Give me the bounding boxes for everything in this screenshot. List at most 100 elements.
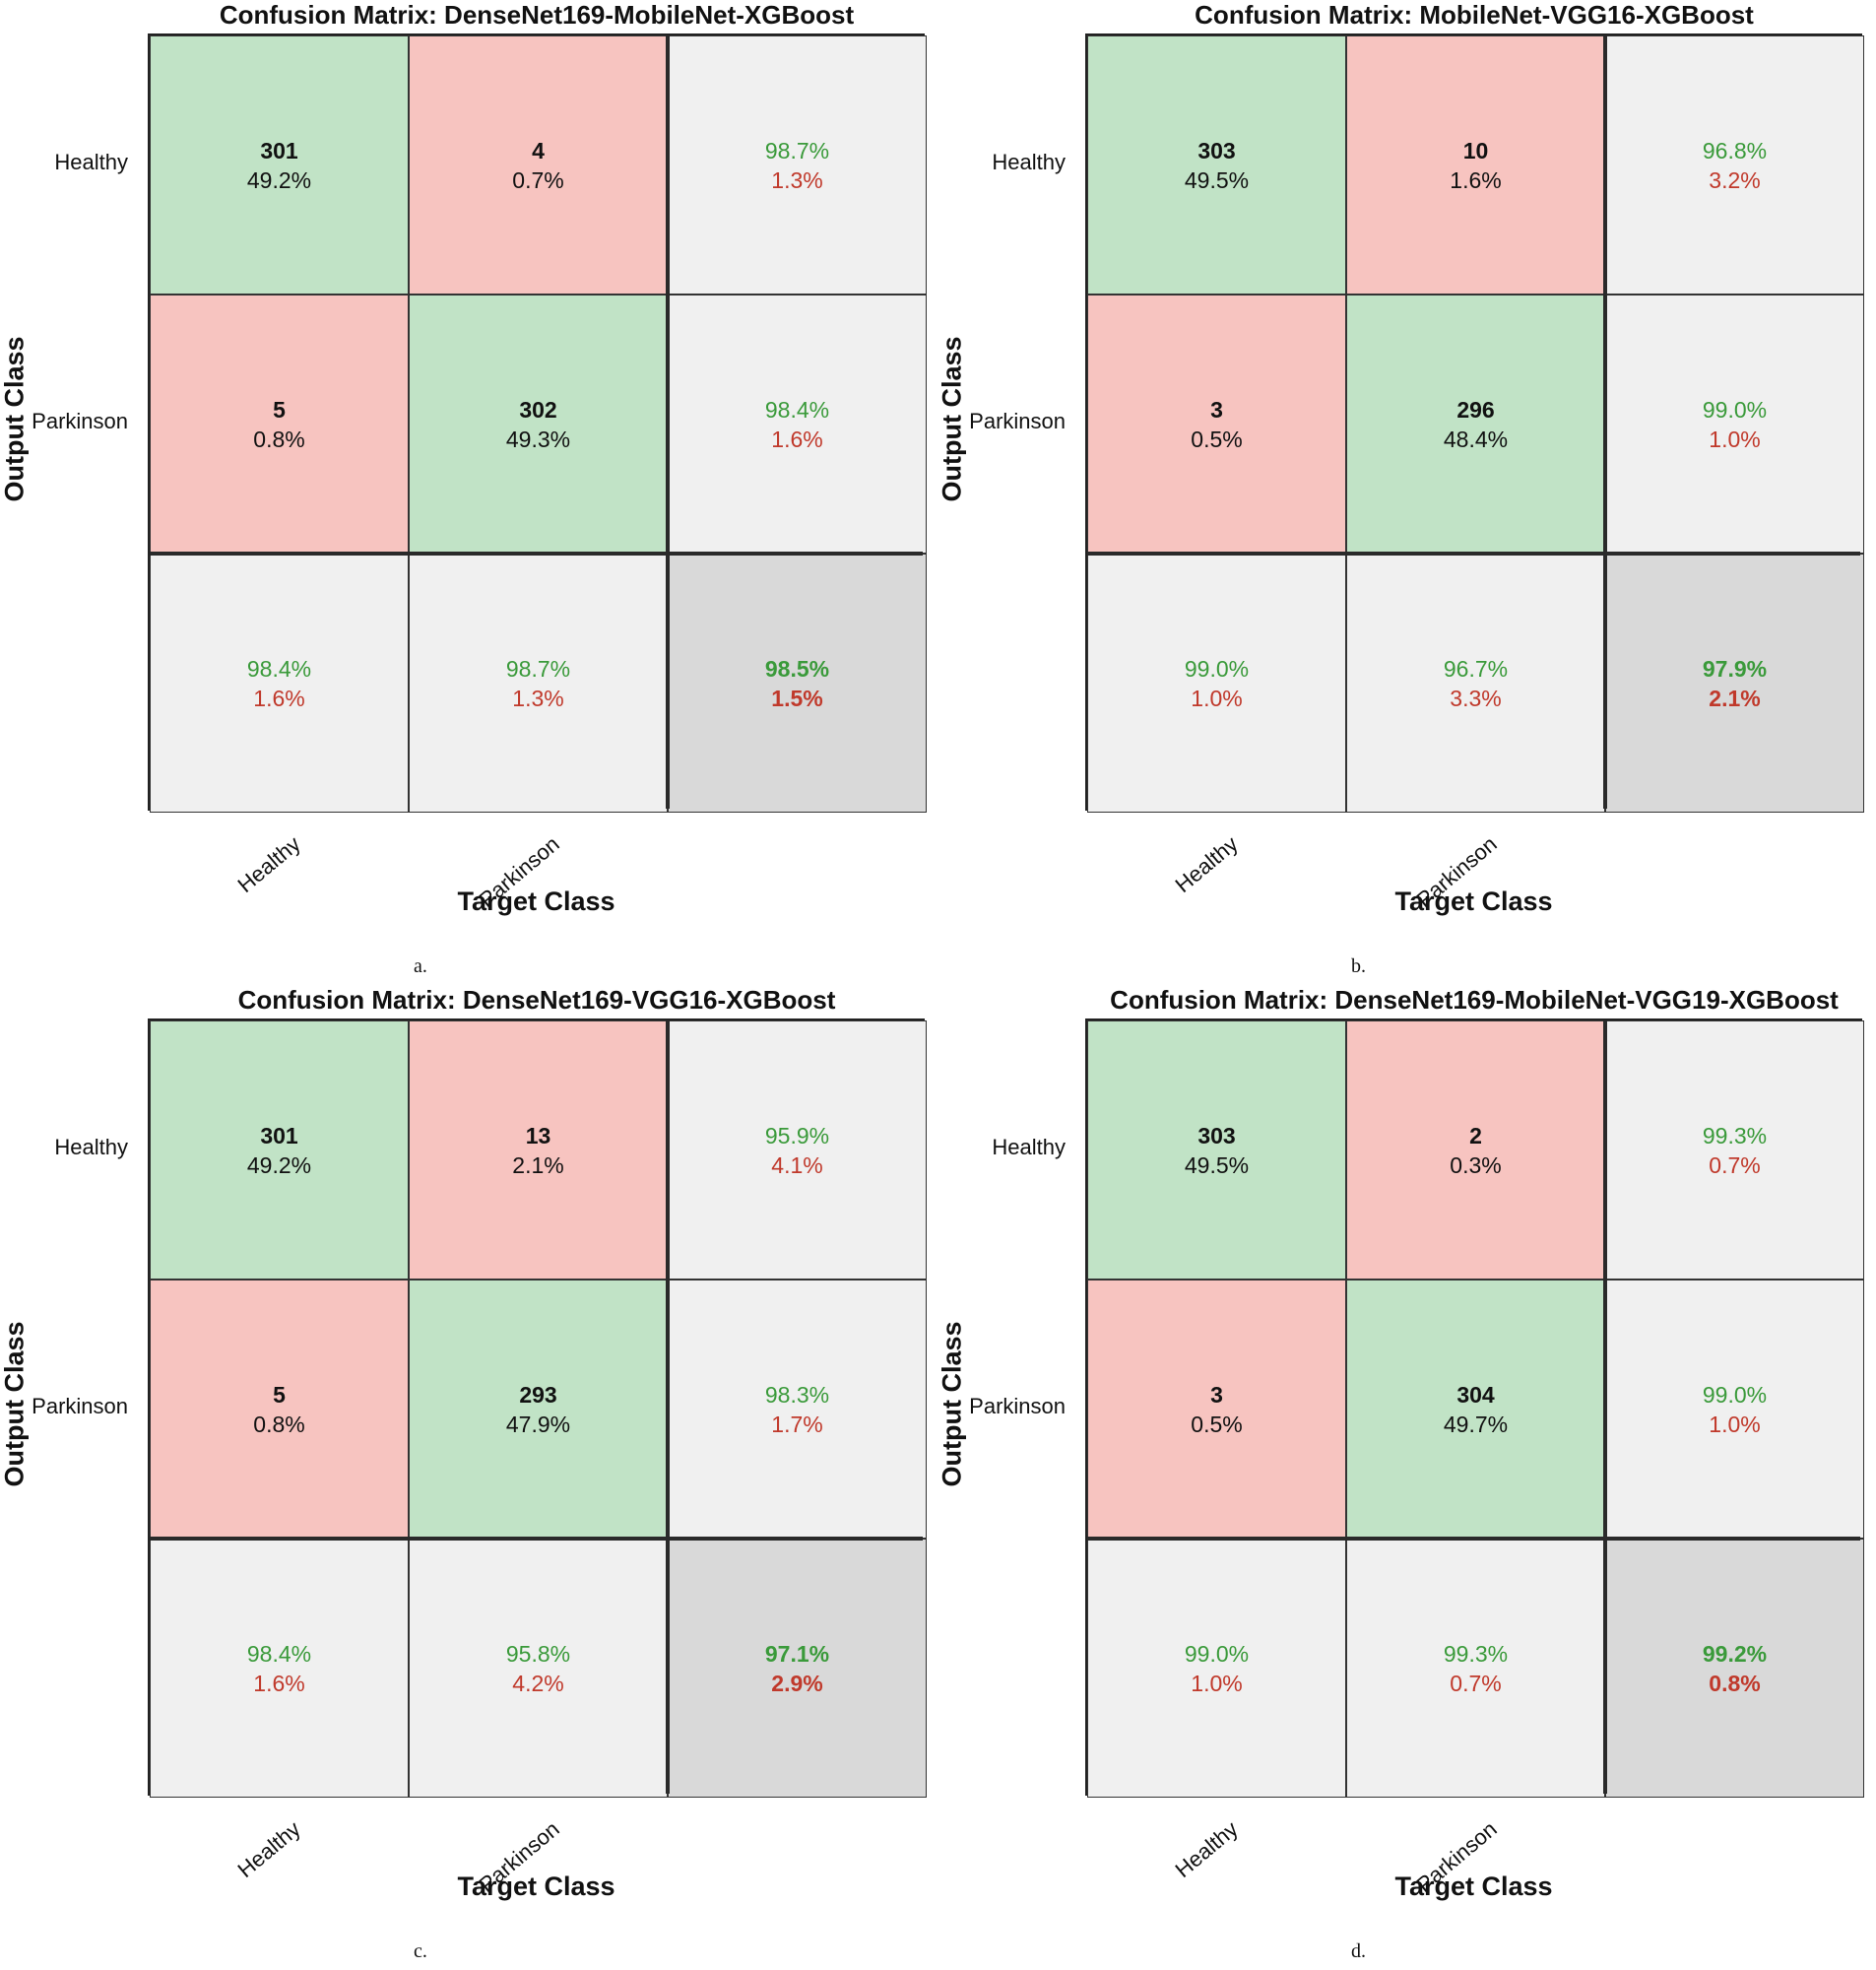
error-value: 4.1% <box>771 1151 823 1178</box>
cell-percent: 49.3% <box>505 426 571 452</box>
matrix-cell: 99.0% 1.0% <box>1087 554 1346 813</box>
matrix-cell: 98.7%1.3% <box>409 554 668 813</box>
matrix-cell: 99.3%0.7% <box>1605 1020 1864 1280</box>
cell-count: 302 <box>519 396 557 423</box>
matrix-cell: 98.4%1.6% <box>668 295 927 554</box>
overall-error: 0.8% <box>1709 1670 1761 1696</box>
matrix-cell: 98.3%1.7% <box>668 1280 927 1539</box>
panel-label: c. <box>414 1940 427 1962</box>
error-value: 0.7% <box>1709 1151 1761 1178</box>
cell-percent: 0.8% <box>253 426 305 452</box>
cell-percent: 49.7% <box>1443 1411 1509 1437</box>
summary-divider <box>1603 35 1607 809</box>
summary-divider <box>1603 1020 1607 1794</box>
cell-count: 4 <box>532 137 545 164</box>
y-axis-label: Output Class <box>937 336 967 502</box>
row-tick-label: Healthy <box>992 149 1066 174</box>
column-tick-label: Healthy <box>232 831 305 898</box>
column-tick-label: Healthy <box>1170 1816 1243 1883</box>
cell-count: 303 <box>1197 137 1236 164</box>
matrix-cell: 95.8%4.2% <box>409 1539 668 1798</box>
precision-value: 96.8% <box>1702 137 1768 164</box>
cell-percent: 1.6% <box>1450 166 1502 193</box>
precision-value: 98.7% <box>764 137 830 164</box>
cell-count: 301 <box>260 1122 298 1149</box>
matrix-cell: 99.3%0.7% <box>1346 1539 1605 1798</box>
cell-percent: 49.5% <box>1184 1151 1250 1178</box>
row-tick-label: Healthy <box>992 1134 1066 1159</box>
cell-percent: 0.5% <box>1191 1411 1243 1437</box>
chart-title: Confusion Matrix: DenseNet169-MobileNet-… <box>1110 985 1839 1015</box>
chart-title: Confusion Matrix: MobileNet-VGG16-XGBoos… <box>1195 0 1754 30</box>
confusion-matrix-panel: Confusion Matrix: MobileNet-VGG16-XGBoos… <box>938 0 1875 985</box>
row-tick-label: Parkinson <box>969 408 1066 433</box>
cell-count: 5 <box>273 1381 286 1408</box>
error-value: 1.0% <box>1191 685 1243 711</box>
precision-value: 95.9% <box>764 1122 830 1149</box>
precision-value: 99.3% <box>1702 1122 1768 1149</box>
recall-value: 95.8% <box>505 1640 571 1667</box>
confusion-matrix-panel: Confusion Matrix: DenseNet169-MobileNet-… <box>0 0 938 985</box>
matrix-cell: 99.0%1.0% <box>1605 1280 1864 1539</box>
cell-count: 301 <box>260 137 298 164</box>
confusion-matrix-panel: Confusion Matrix: DenseNet169-MobileNet-… <box>938 985 1875 1970</box>
overall-error: 2.9% <box>771 1670 823 1696</box>
summary-divider <box>150 552 923 556</box>
summary-divider <box>1087 1537 1860 1541</box>
panel-label: d. <box>1351 1940 1366 1962</box>
error-value: 1.0% <box>1191 1670 1243 1696</box>
summary-divider <box>666 35 670 809</box>
recall-value: 98.4% <box>246 655 312 682</box>
recall-value: 99.0% <box>1184 655 1250 682</box>
row-tick-label: Healthy <box>54 149 128 174</box>
error-value: 1.3% <box>512 685 564 711</box>
panel-label: a. <box>414 955 427 977</box>
matrix-cell: 95.9%4.1% <box>668 1020 927 1280</box>
summary-divider <box>150 1537 923 1541</box>
cell-percent: 49.5% <box>1184 166 1250 193</box>
row-tick-label: Parkinson <box>32 408 128 433</box>
x-axis-label: Target Class <box>457 886 615 916</box>
matrix-cell: 98.4% 1.6% <box>150 554 409 813</box>
column-tick-label: Healthy <box>232 1816 305 1883</box>
matrix-cell: 98.5%1.5% <box>668 554 927 813</box>
precision-value: 99.0% <box>1702 396 1768 423</box>
column-tick-label: Parkinson <box>474 831 564 913</box>
matrix-cell: 98.4%1.6% <box>150 1539 409 1798</box>
error-value: 1.0% <box>1709 426 1761 452</box>
cell-percent: 49.2% <box>246 166 312 193</box>
error-value: 1.6% <box>253 685 305 711</box>
matrix-cell: 98.7%1.3% <box>668 35 927 295</box>
overall-accuracy: 97.9% <box>1702 655 1768 682</box>
matrix-cell: 96.8%3.2% <box>1605 35 1864 295</box>
matrix-cell: 302 49.3% <box>409 295 668 554</box>
overall-accuracy: 97.1% <box>764 1640 830 1667</box>
summary-divider <box>1087 552 1860 556</box>
cell-count: 293 <box>519 1381 557 1408</box>
cell-percent: 2.1% <box>512 1151 564 1178</box>
x-axis-label: Target Class <box>1394 886 1553 916</box>
recall-value: 96.7% <box>1443 655 1509 682</box>
y-axis-label: Output Class <box>937 1321 967 1487</box>
x-axis-label: Target Class <box>1394 1872 1553 1901</box>
cell-percent: 0.7% <box>512 166 564 193</box>
error-value: 1.6% <box>253 1670 305 1696</box>
precision-value: 98.4% <box>764 396 830 423</box>
error-value: 1.7% <box>771 1411 823 1437</box>
overall-accuracy: 98.5% <box>764 655 830 682</box>
error-value: 1.3% <box>771 166 823 193</box>
